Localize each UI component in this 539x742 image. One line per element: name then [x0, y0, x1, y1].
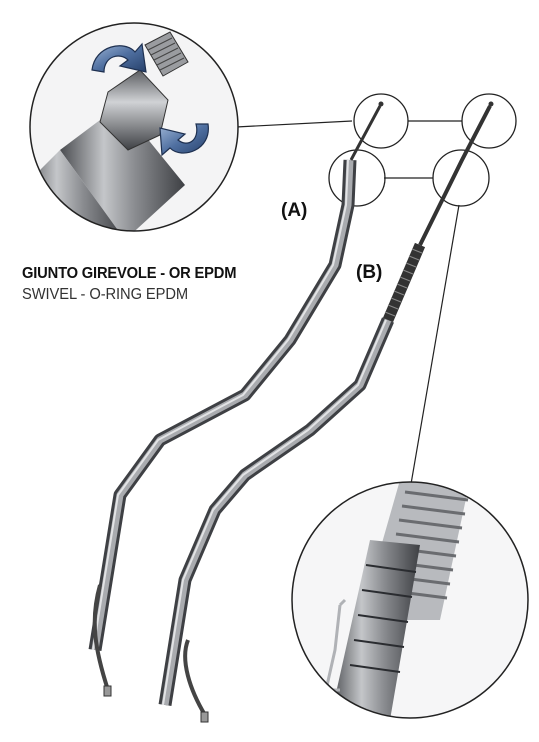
caption-italian: GIUNTO GIREVOLE - OR EPDM — [22, 265, 237, 282]
label-lance-b: (B) — [356, 262, 383, 283]
tip-circles — [328, 93, 517, 207]
lance-b — [158, 101, 494, 723]
spring-zoom — [291, 481, 529, 719]
swivel-zoom — [29, 22, 239, 232]
caption-english: SWIVEL - O-RING EPDM — [22, 286, 189, 303]
callout-lines — [235, 120, 462, 485]
lance-a — [88, 101, 384, 697]
rotation-arrows-icon — [91, 42, 209, 157]
label-lance-a: (A) — [281, 200, 308, 221]
